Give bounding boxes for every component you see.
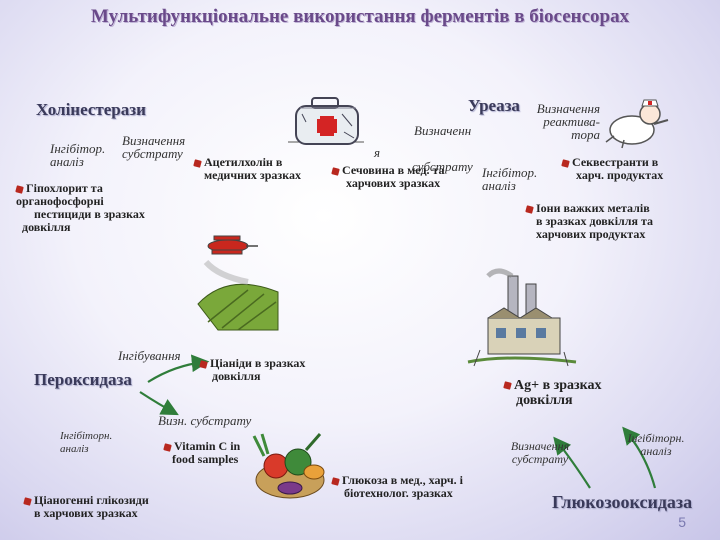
glucose-oxidase-heading: Глюкозооксидаза bbox=[552, 492, 693, 512]
arrow-glucose-inhibitor bbox=[622, 426, 657, 489]
peroxidase-heading: Пероксидаза bbox=[34, 370, 132, 389]
cyanogenic-glycosides-item: Ціаногенні глікозиди в харчових зразках bbox=[23, 494, 149, 520]
bullet-icon bbox=[561, 158, 570, 168]
bullet-icon bbox=[163, 442, 172, 452]
bullet-icon bbox=[331, 166, 340, 176]
medical-kit-icon bbox=[282, 92, 372, 157]
urease-determination-label: Визначенн bbox=[414, 123, 472, 138]
arrow-peroxidase-substrate bbox=[139, 391, 179, 416]
ag-item: Ag+ в зразках довкілля bbox=[503, 378, 602, 408]
glucose-item: Глюкоза в мед., харч. і біотехнолог. зра… bbox=[331, 474, 463, 500]
urease-heading: Уреаза bbox=[468, 96, 520, 115]
bullet-icon bbox=[503, 381, 512, 391]
peroxidase-substrate-label: Визн. субстрату bbox=[158, 413, 252, 428]
vitamin-c-item: Vitamin C in food samples bbox=[163, 440, 240, 466]
sequestrants-item: Секвестранти в харч. продуктах bbox=[561, 156, 663, 182]
peroxidase-inhibition-label: Інгібування bbox=[118, 348, 181, 363]
urease-determination-label-2: я bbox=[374, 145, 381, 160]
cholinesterase-inhibitor-label: Інгібітор.аналіз bbox=[50, 141, 106, 169]
heavy-metals-item: Іони важких металів в зразках довкілля т… bbox=[525, 202, 653, 241]
page-title: Мультифункціональне використання фермент… bbox=[90, 6, 630, 27]
glucose-inhibitor-label: Інгібіторн.аналіз bbox=[627, 431, 685, 458]
urea-item: Сечовина в мед. та харчових зразках bbox=[331, 164, 445, 190]
bullet-icon bbox=[331, 476, 340, 486]
page-number: 5 bbox=[678, 514, 686, 530]
bullet-icon bbox=[23, 496, 32, 506]
bullet-icon bbox=[199, 359, 208, 369]
hypochlorite-item: Гіпохлорит та органофосфорні пестициди в… bbox=[15, 181, 145, 234]
bullet-icon bbox=[15, 184, 24, 194]
arrow-peroxidase-inhibition bbox=[147, 354, 210, 383]
nurse-icon bbox=[604, 90, 674, 155]
vegetables-icon bbox=[246, 428, 338, 513]
peroxidase-inhibitor-label: Інгібіторн.аналіз bbox=[60, 430, 113, 455]
cholinesterase-heading: Холінестерази bbox=[36, 100, 146, 119]
cyanide-item: Ціаніди в зразках довкілля bbox=[199, 357, 305, 383]
acetylcholine-item: Ацетилхолін в медичних зразках bbox=[193, 156, 301, 182]
arrow-glucose-substrate bbox=[553, 436, 591, 489]
urease-substrate-label: субстрату bbox=[412, 159, 473, 174]
crop-duster-plane-icon bbox=[188, 232, 288, 337]
urease-inhibitor-label: Інгібітор.аналіз bbox=[482, 165, 538, 193]
bullet-icon bbox=[193, 158, 202, 168]
factory-icon bbox=[467, 268, 578, 375]
bullet-icon bbox=[525, 204, 534, 214]
